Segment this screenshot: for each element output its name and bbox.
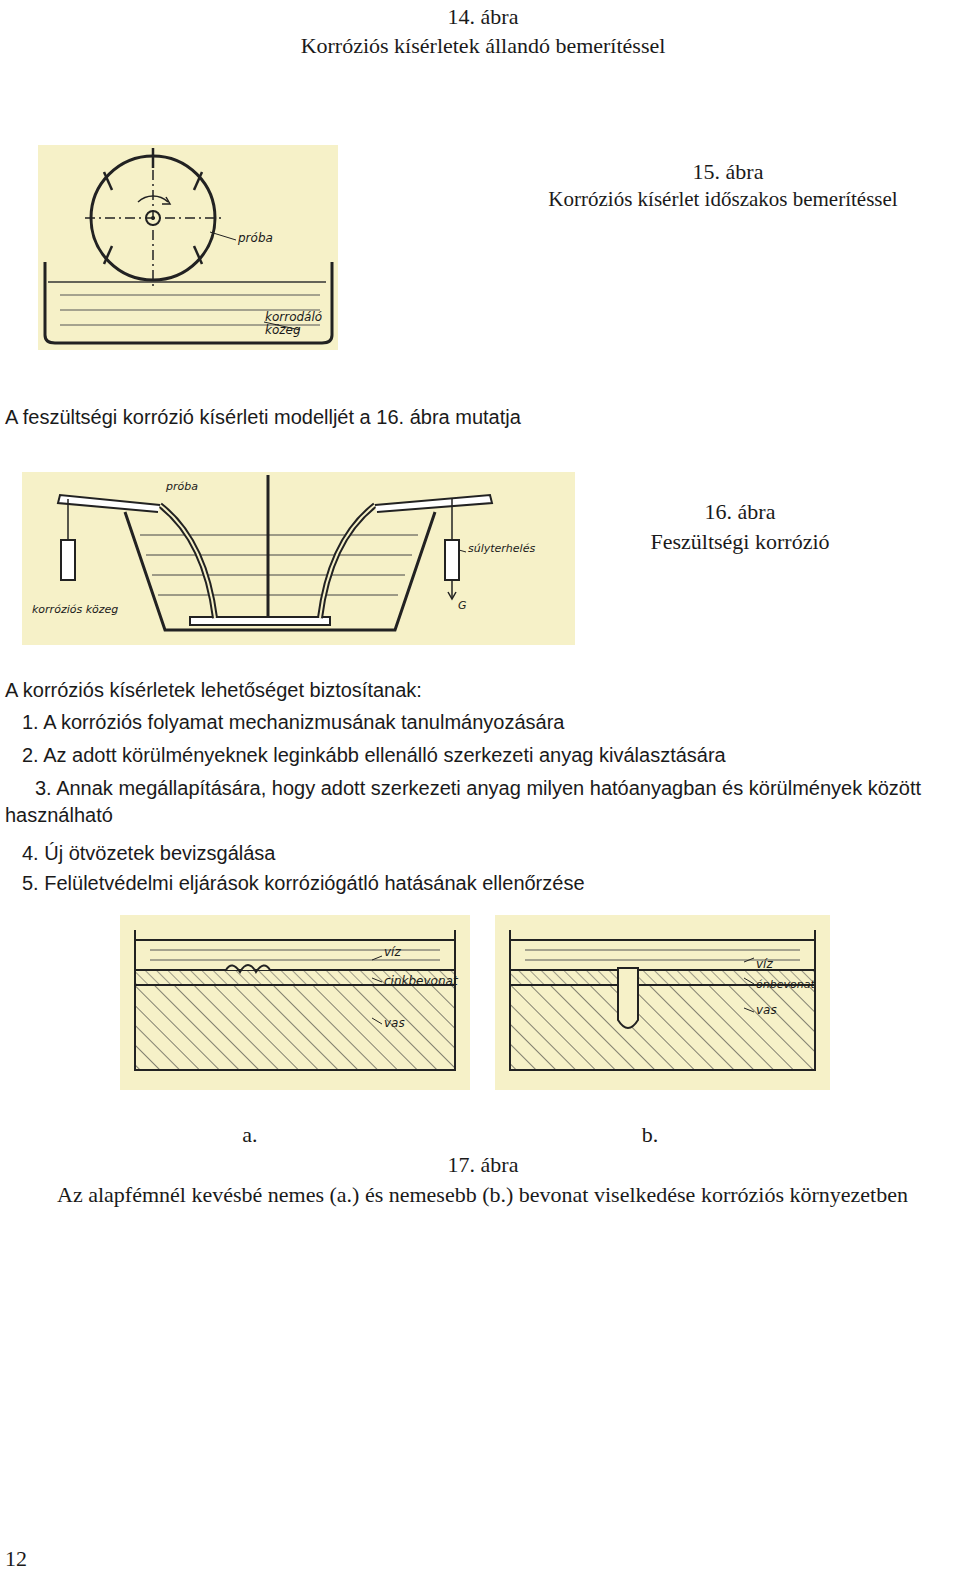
part-label: vas (384, 1017, 424, 1030)
part-label: cinkbevonat (384, 975, 464, 988)
part-label: ónbevonat (756, 979, 826, 991)
figure-caption: Feszültségi korrózió (580, 527, 900, 557)
stress-corrosion-figure (22, 472, 575, 645)
list-item: 2. Az adott körülményeknek leginkább ell… (22, 742, 957, 769)
list-item: 3. Annak megállapítására, hogy adott sze… (5, 775, 935, 829)
figure-number: 17. ábra (283, 1150, 683, 1180)
figure-number: 14. ábra (183, 2, 783, 32)
part-label: vas (756, 1004, 796, 1017)
part-label: próba (166, 481, 226, 493)
part-label: víz (384, 946, 424, 959)
part-label: súlyterhelés (468, 543, 568, 555)
figure-caption: Az alapfémnél kevésbé nemes (a.) és neme… (30, 1180, 935, 1210)
list-item: 5. Felületvédelmi eljárások korróziógátl… (22, 870, 922, 897)
body-text: A korróziós kísérletek lehetőséget bizto… (5, 677, 905, 704)
subfigure-label: a. (220, 1120, 280, 1150)
part-label: víz (756, 958, 796, 971)
body-text: A feszültségi korrózió kísérleti modellj… (5, 404, 905, 431)
list-item: 1. A korróziós folyamat mechanizmusának … (22, 709, 922, 736)
figure-number: 16. ábra (580, 497, 900, 527)
part-label: korróziós közeg (32, 604, 152, 616)
page-number: 12 (5, 1544, 65, 1574)
figure-caption: Korróziós kísérlet időszakos bemerítésse… (488, 185, 958, 213)
tin-coating-figure (495, 915, 830, 1090)
subfigure-label: b. (620, 1120, 680, 1150)
zinc-coating-figure (120, 915, 470, 1090)
figure-caption: Korróziós kísérletek állandó bemerítésse… (183, 31, 783, 61)
list-item: 4. Új ötvözetek bevizsgálása (22, 840, 922, 867)
part-label: G (458, 600, 478, 612)
part-label: próba (238, 232, 298, 245)
figure-number: 15. ábra (488, 157, 960, 187)
part-label: korrodáló közeg (265, 311, 335, 337)
rotating-wheel-figure (38, 145, 338, 350)
